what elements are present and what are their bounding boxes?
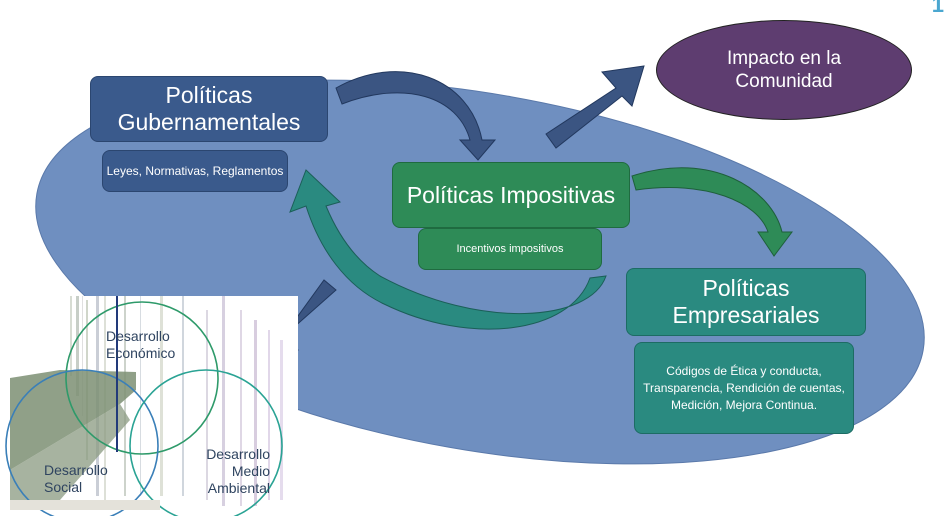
impositivas-title: Políticas Impositivas bbox=[406, 181, 616, 208]
arrow-to-impact bbox=[545, 65, 645, 149]
box-politicas-gubernamentales: Políticas Gubernamentales bbox=[90, 76, 328, 142]
venn-circle-social bbox=[5, 369, 159, 516]
empresariales-detail: Códigos de Ética y conducta, Transparenc… bbox=[643, 363, 845, 412]
box-codigos-etica: Códigos de Ética y conducta, Transparenc… bbox=[634, 342, 854, 434]
venn-band bbox=[10, 370, 136, 470]
venn-label-economico: Desarrollo Económico bbox=[106, 328, 176, 361]
venn-circle-economico bbox=[65, 301, 219, 455]
box-politicas-empresariales: Políticas Empresariales bbox=[626, 268, 866, 336]
arrow-imp-to-emp bbox=[631, 167, 793, 257]
box-leyes-normativas: Leyes, Normativas, Reglamentos bbox=[102, 150, 288, 192]
gubernamentales-title: Políticas Gubernamentales bbox=[117, 82, 301, 135]
box-incentivos-impositivos: Incentivos impositivos bbox=[418, 228, 602, 270]
impacto-label: Impacto en la Comunidad bbox=[726, 48, 842, 92]
impositivas-detail: Incentivos impositivos bbox=[456, 243, 564, 255]
venn-label-social: Desarrollo Social bbox=[44, 462, 108, 495]
arrow-gov-to-imp bbox=[335, 71, 497, 161]
empresariales-title: Políticas Empresariales bbox=[672, 275, 820, 328]
arrow-feedback-to-gov bbox=[289, 169, 607, 330]
page-number-fragment: 1 bbox=[931, 0, 944, 17]
venn-speckle bbox=[10, 500, 160, 510]
venn-circle-ambiental bbox=[129, 369, 283, 516]
box-politicas-impositivas: Políticas Impositivas bbox=[392, 162, 630, 228]
venn-diagram bbox=[5, 296, 298, 516]
venn-label-ambiental: Desarrollo Medio Ambiental bbox=[206, 446, 270, 496]
venn-band-lower bbox=[10, 404, 130, 500]
gubernamentales-detail: Leyes, Normativas, Reglamentos bbox=[106, 164, 284, 178]
impacto-comunidad-ellipse: Impacto en la Comunidad bbox=[656, 20, 912, 120]
